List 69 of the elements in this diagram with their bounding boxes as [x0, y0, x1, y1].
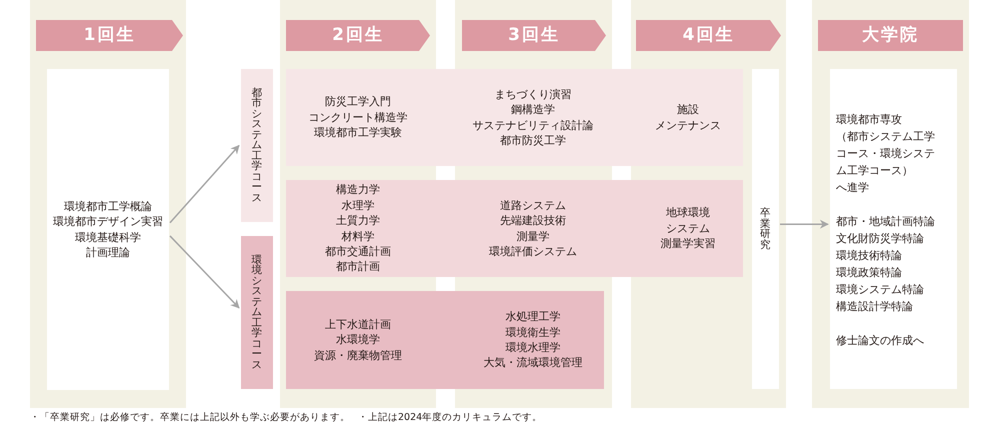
course-name: 施設	[677, 102, 699, 118]
course-name: 土質力学	[336, 213, 380, 228]
course-name: 環境技術特論	[836, 248, 903, 264]
course-box	[286, 180, 743, 277]
course-name: 環境評価システム	[489, 244, 577, 260]
course-name: 水処理工学	[506, 309, 560, 325]
grade-label: 2回生	[331, 24, 385, 47]
course-name: 水理学	[342, 198, 374, 214]
course-name: 環境基礎科学	[75, 230, 141, 245]
course-name: 構造設計学特論	[836, 299, 914, 315]
grade-label: 1回生	[82, 24, 136, 47]
course-name: 構造力学	[336, 182, 380, 198]
grade-banner	[636, 20, 781, 51]
course-name: （都市システム工学コース・環境システム工学コース）	[836, 129, 936, 179]
course-name: 環境水理学	[506, 340, 560, 356]
course-name: 道路システム	[500, 198, 566, 214]
grade-label: 大学院	[861, 24, 920, 47]
course-name: サステナビリティ設計論	[472, 118, 594, 133]
course-name: 卒業研究	[760, 208, 771, 250]
grade-label: 3回生	[507, 24, 561, 47]
course-name: コンクリート構造学	[308, 110, 408, 126]
arrow	[780, 220, 829, 229]
course-name: メンテナンス	[655, 118, 721, 133]
course-name: 水環境学	[336, 332, 380, 348]
course-name: 文化財防災学特論	[836, 231, 925, 247]
course-name: 地球環境	[666, 205, 710, 221]
grade-label: 4回生	[682, 24, 736, 47]
course-name: へ進学	[836, 180, 870, 196]
course-name: 環境政策特論	[836, 265, 903, 281]
course-box	[241, 236, 273, 389]
footnote: ・「卒業研究」は必修です。卒業には上記以外も学ぶ必要があります。	[30, 411, 350, 425]
arrow	[169, 235, 240, 309]
course-name: 環境都市工学概論	[64, 198, 152, 214]
course-name: システム	[666, 220, 710, 236]
course-box	[241, 69, 273, 222]
course-name: 都市交通計画	[325, 244, 391, 260]
arrow	[169, 144, 240, 224]
course-name: 都市計画	[336, 259, 380, 275]
grade-banner	[286, 20, 430, 51]
course-box	[286, 291, 604, 389]
course-name: 先端建設技術	[500, 213, 566, 228]
course-name: 環境都市デザイン実習	[53, 214, 163, 230]
course-name: 修士論文の作成へ	[836, 333, 925, 349]
course-name: 環境都市工学実験	[314, 125, 402, 141]
course-name: 上下水道計画	[325, 316, 391, 332]
course-name: 資源・廃棄物管理	[314, 348, 402, 364]
course-name: 都市・地域計画特論	[836, 214, 936, 230]
course-name: 防災工学入門	[325, 94, 391, 110]
course-box	[47, 69, 169, 390]
course-name: 測量学実習	[660, 236, 716, 252]
course-name: 都市システム工学コース	[252, 88, 262, 204]
course-name: 環境システム工学コース	[252, 254, 262, 370]
course-box	[830, 69, 957, 389]
course-name: 測量学	[516, 228, 550, 244]
footnote: ・上記は2024年度のカリキュラムです。	[358, 411, 542, 425]
course-name: 環境衛生学	[506, 324, 560, 340]
course-name: 材料学	[342, 228, 374, 244]
course-name: まちづくり演習	[494, 86, 572, 102]
course-box	[752, 69, 779, 389]
course-name: 計画理論	[86, 244, 130, 260]
course-name: 環境システム特論	[836, 282, 925, 298]
course-name: 環境都市専攻	[836, 112, 903, 128]
course-name: 大気・流域環境管理	[484, 355, 582, 371]
grade-banner	[36, 20, 183, 51]
course-box	[286, 69, 743, 166]
grade-banner	[818, 20, 963, 51]
course-name: 都市防災工学	[500, 132, 566, 148]
course-name: 鋼構造学	[511, 102, 555, 118]
grade-banner	[462, 20, 606, 51]
